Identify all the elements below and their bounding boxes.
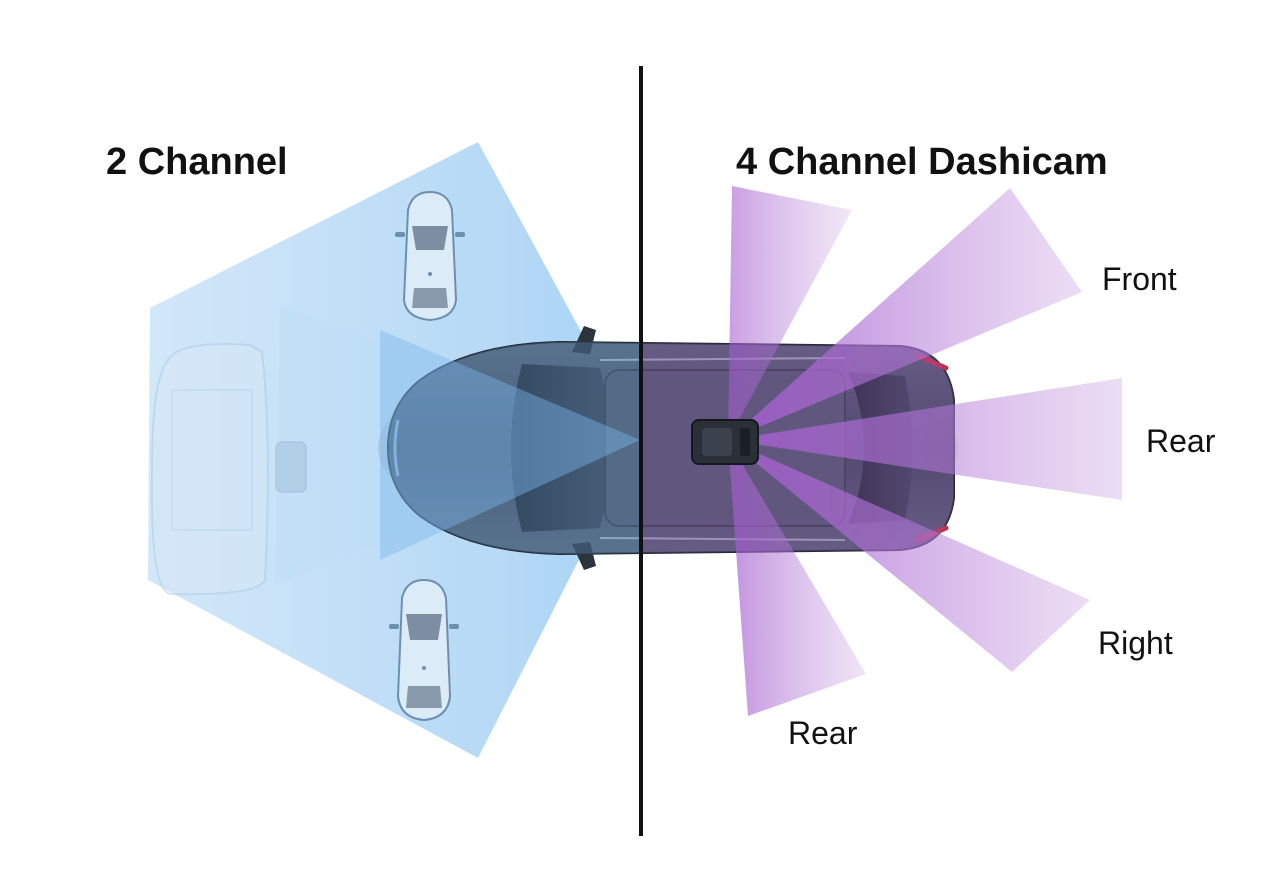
beam-upper-left: [728, 186, 852, 440]
beam-right: [728, 440, 1090, 672]
front-camera-tint: [380, 330, 641, 560]
beam-label-right: Right: [1098, 625, 1173, 661]
small-car-top-icon: [395, 190, 465, 322]
beam-label-rear-right: Rear: [1146, 423, 1216, 459]
beam-label-front: Front: [1102, 261, 1177, 297]
beam-rear-right: [728, 378, 1122, 500]
dashcam-hub-icon: [691, 419, 759, 465]
two-channel-title: 2 Channel: [106, 141, 288, 183]
faded-van-icon: [150, 343, 307, 596]
four-channel-title: 4 Channel Dashicam: [736, 141, 1108, 183]
beam-front: [728, 188, 1082, 440]
small-car-bottom-icon: [389, 578, 459, 722]
beam-rear-bottom: [728, 440, 866, 716]
four-channel-panel: [641, 186, 1122, 716]
beam-label-rear-bottom: Rear: [788, 715, 858, 751]
